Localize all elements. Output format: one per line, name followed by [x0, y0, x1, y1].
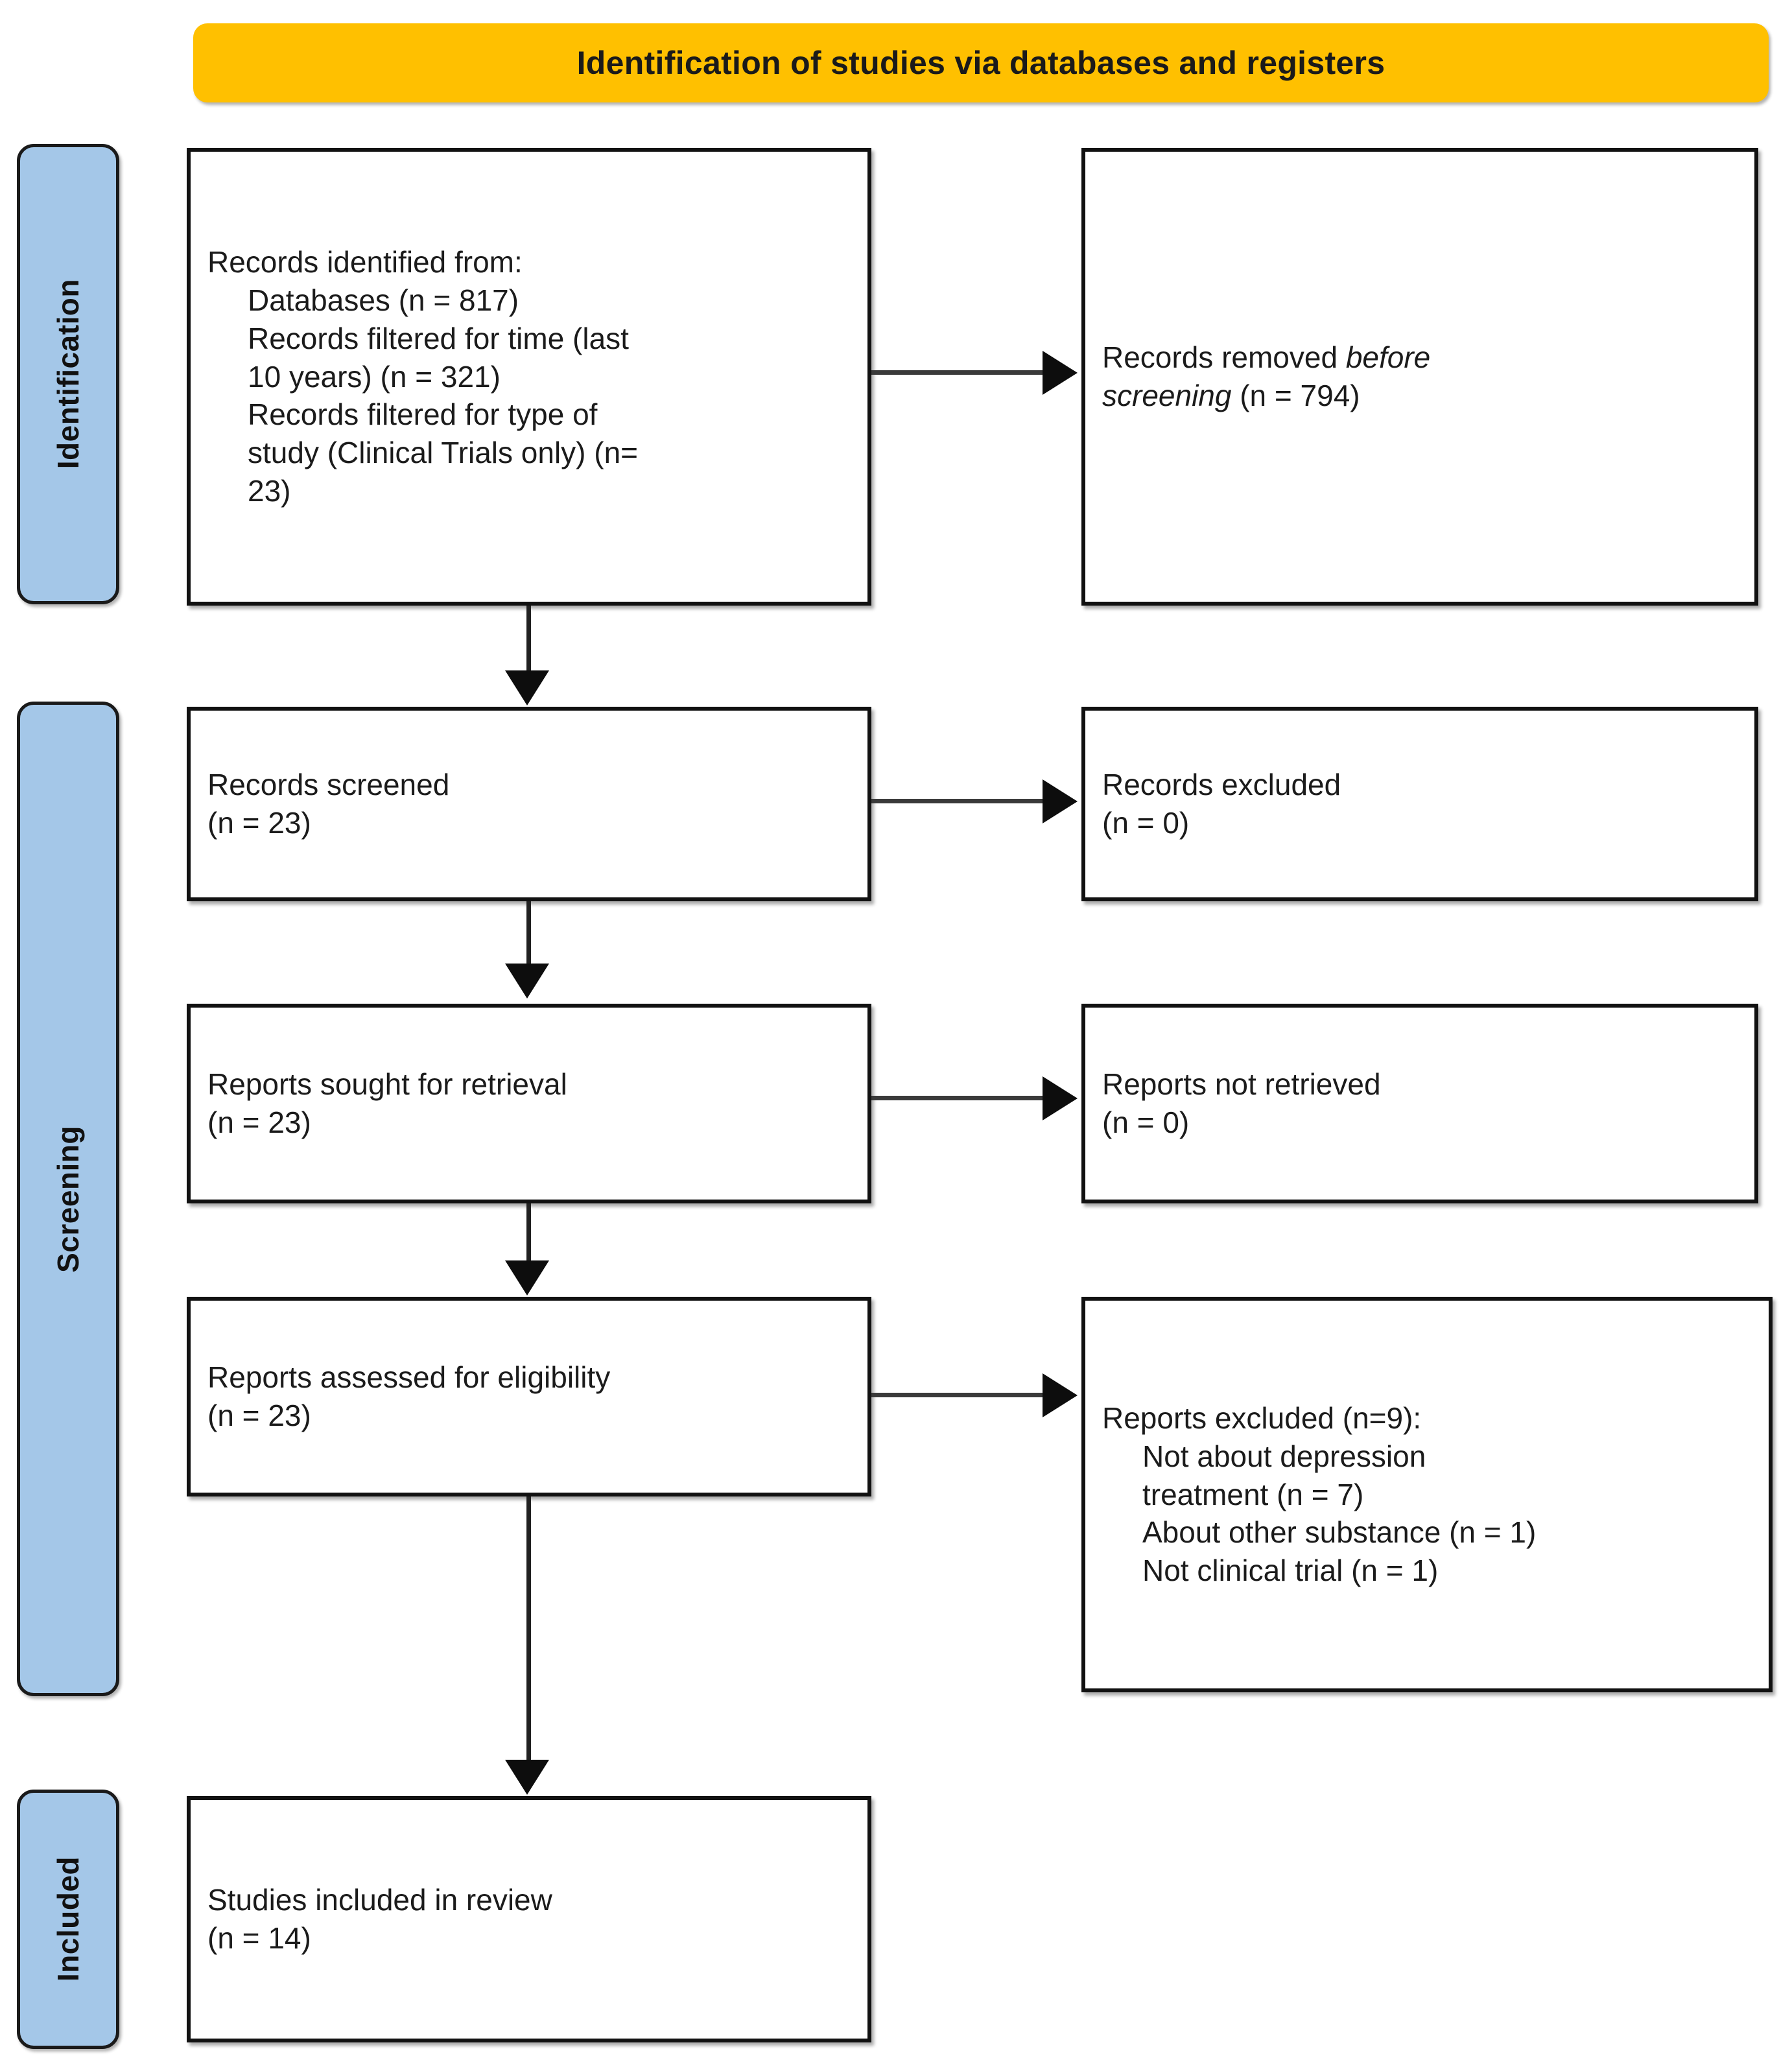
arrow-head-down-icon	[505, 964, 549, 999]
connector-line-assessed-to-included	[526, 1496, 531, 1762]
connector-line-screened-to-records-excluded	[871, 799, 1045, 803]
box-line: study (Clinical Trials only) (n=	[248, 436, 639, 470]
box-line: Reports sought for retrieval	[207, 1067, 567, 1102]
arrow-head-down-icon	[505, 1260, 549, 1295]
box-line: Records filtered for type of	[248, 397, 598, 432]
box-reports-assessed-for-eligibility: Reports assessed for eligibility (n = 23…	[187, 1297, 871, 1496]
box-line: (n = 0)	[1102, 806, 1190, 840]
connector-line-identified-to-screened	[526, 606, 531, 673]
box-line: Records screened	[207, 768, 450, 802]
box-line: Not clinical trial (n = 1)	[1142, 1554, 1439, 1588]
box-records-screened: Records screened (n = 23)	[187, 707, 871, 901]
box-line: 23)	[248, 474, 291, 508]
box-reports-not-retrieved: Reports not retrieved (n = 0)	[1081, 1004, 1758, 1203]
stage-label-included-text: Included	[51, 1856, 85, 1982]
stage-label-screening: Screening	[17, 702, 119, 1696]
box-line: Studies included in review	[207, 1883, 552, 1917]
connector-line-sought-to-assessed	[526, 1203, 531, 1263]
stage-label-included: Included	[17, 1790, 119, 2049]
box-line: Reports excluded (n=9):	[1102, 1401, 1422, 1435]
arrow-head-down-icon	[505, 670, 549, 705]
removed-text-italic2: screening	[1102, 379, 1232, 412]
connector-line-identified-to-removed	[871, 370, 1045, 375]
box-line: About other substance (n = 1)	[1142, 1515, 1537, 1550]
box-line: Not about depression	[1142, 1439, 1426, 1473]
box-line: Records identified from:	[207, 244, 523, 279]
box-line: Reports not retrieved	[1102, 1067, 1381, 1102]
header-banner: Identification of studies via databases …	[193, 23, 1769, 102]
box-reports-excluded: Reports excluded (n=9): Not about depres…	[1081, 1297, 1773, 1692]
arrow-head-right-icon	[1043, 779, 1078, 823]
box-studies-included-in-review: Studies included in review (n = 14)	[187, 1796, 871, 2042]
removed-text-plain: Records removed	[1102, 340, 1346, 375]
stage-label-screening-text: Screening	[51, 1125, 85, 1273]
box-line: 10 years) (n = 321)	[248, 359, 501, 394]
box-line: (n = 23)	[207, 1399, 311, 1432]
box-records-excluded: Records excluded (n = 0)	[1081, 707, 1758, 901]
box-line: Databases (n = 817)	[248, 283, 519, 317]
page-title: Identification of studies via databases …	[576, 45, 1385, 81]
box-line: screening (n = 794)	[1102, 377, 1738, 415]
connector-line-screened-to-sought	[526, 901, 531, 966]
box-line: (n = 23)	[207, 806, 311, 840]
arrow-head-right-icon	[1043, 1076, 1078, 1120]
arrow-head-down-icon	[505, 1760, 549, 1795]
connector-line-assessed-to-reports-excluded	[871, 1393, 1045, 1397]
box-line: (n = 23)	[207, 1106, 311, 1139]
box-line: treatment (n = 7)	[1142, 1477, 1364, 1511]
connector-line-sought-to-not-retrieved	[871, 1096, 1045, 1100]
box-line: (n = 0)	[1102, 1106, 1190, 1139]
box-line: Records removed before	[1102, 338, 1738, 377]
box-reports-sought-for-retrieval: Reports sought for retrieval (n = 23)	[187, 1004, 871, 1203]
removed-text-italic: before	[1345, 340, 1431, 375]
box-line: Records excluded	[1102, 768, 1341, 802]
stage-label-identification: Identification	[17, 144, 119, 604]
box-line: (n = 14)	[207, 1921, 311, 1955]
box-records-identified: Records identified from: Databases (n = …	[187, 148, 871, 606]
box-records-removed-before-screening: Records removed before screening (n = 79…	[1081, 148, 1758, 606]
removed-count: (n = 794)	[1231, 379, 1360, 412]
arrow-head-right-icon	[1043, 351, 1078, 395]
stage-label-identification-text: Identification	[51, 279, 85, 469]
box-line: Reports assessed for eligibility	[207, 1360, 611, 1395]
box-line: Records filtered for time (last	[248, 321, 629, 355]
arrow-head-right-icon	[1043, 1373, 1078, 1417]
